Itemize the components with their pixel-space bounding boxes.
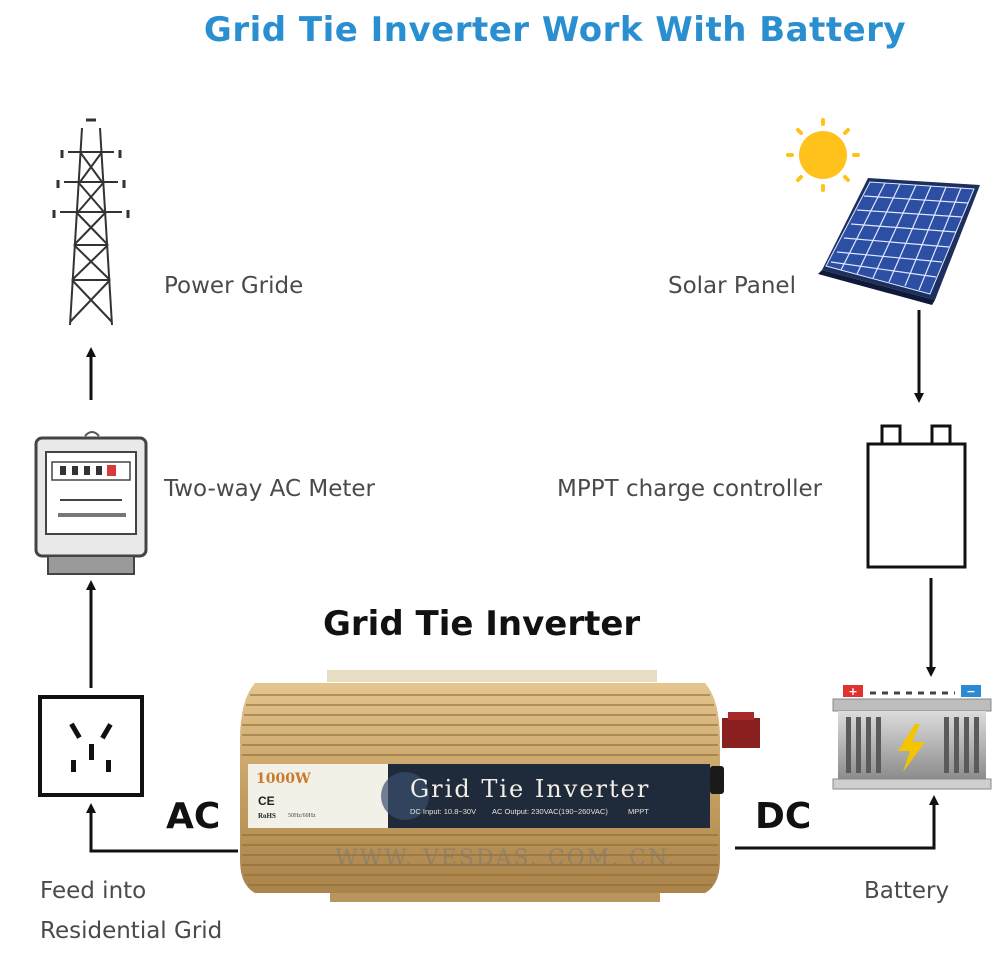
watermark: WWW. VESDAS. COM. CN.	[335, 846, 677, 871]
inverter-dc-input: DC Input: 10.8~30V	[410, 807, 477, 816]
battery-icon: + −	[832, 685, 992, 790]
inverter-ac-output: AC Output: 230VAC(190~260VAC)	[492, 807, 608, 816]
ac-meter-icon	[34, 431, 148, 575]
dc-label: DC	[755, 796, 812, 837]
page-title: Grid Tie Inverter Work With Battery	[203, 10, 907, 50]
inverter-rohs-mark: RoHS	[258, 812, 276, 820]
charge-controller-icon	[866, 424, 967, 569]
inverter-mppt: MPPT	[628, 807, 649, 816]
arrow-inverter-to-battery	[735, 795, 939, 850]
inverter-watt-label: 1000W	[256, 771, 311, 787]
inverter-dc-terminal-icon	[710, 712, 760, 794]
solar-panel-label: Solar Panel	[668, 273, 796, 299]
svg-text:+: +	[848, 685, 857, 698]
feed-label-line1: Feed into	[40, 878, 147, 904]
flow-arrows	[86, 310, 939, 853]
inverter-heading: Grid Tie Inverter	[323, 604, 641, 644]
feed-label-line2: Residential Grid	[40, 918, 223, 944]
arrow-inverter-to-socket	[86, 803, 238, 853]
power-tower-icon	[52, 118, 130, 326]
solar-panel-icon	[818, 178, 980, 305]
svg-text:−: −	[966, 685, 975, 698]
meter-label: Two-way AC Meter	[164, 476, 375, 502]
battery-label: Battery	[864, 878, 950, 904]
inverter-band-title: Grid Tie Inverter	[410, 775, 651, 803]
sun-icon	[786, 118, 860, 192]
ac-label: AC	[166, 796, 221, 837]
wall-socket-icon	[38, 695, 144, 797]
inverter-hz-label: 50Hz/60Hz	[288, 813, 316, 819]
power-grid-label: Power Gride	[164, 273, 304, 299]
inverter-ce-mark: CE	[258, 794, 275, 808]
mppt-label: MPPT charge controller	[557, 476, 823, 502]
inverter-device-icon	[240, 670, 760, 902]
